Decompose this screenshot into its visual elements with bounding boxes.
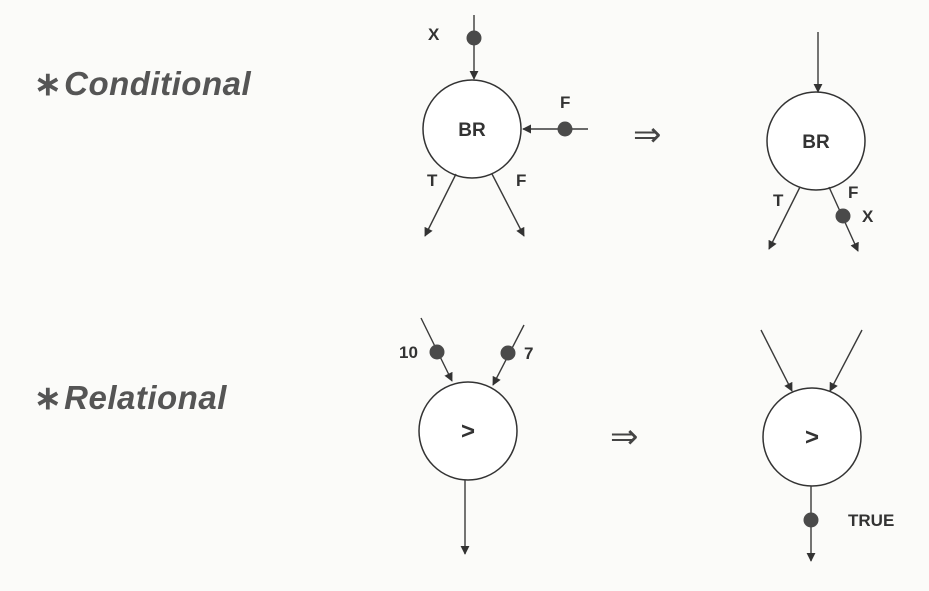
right-token-label: 7 xyxy=(524,344,533,363)
conditional-heading: ∗Conditional xyxy=(34,64,251,103)
branch-node xyxy=(422,79,522,179)
asterisk-icon: ∗ xyxy=(34,65,63,102)
input-token xyxy=(466,30,482,46)
conditional-before: X BR F T F xyxy=(422,15,588,237)
relational-after: > TRUE xyxy=(760,329,894,562)
input-token-label: X xyxy=(428,25,440,44)
comparator-operator: > xyxy=(461,418,475,445)
comparator-operator: > xyxy=(805,424,819,451)
output-token-label: TRUE xyxy=(848,511,894,530)
branch-node xyxy=(766,91,866,191)
relational-heading: ∗Relational xyxy=(34,378,227,417)
false-branch-edge xyxy=(491,173,525,237)
left-token xyxy=(429,344,445,360)
branch-node-label: BR xyxy=(802,132,830,153)
left-token-label: 10 xyxy=(399,343,418,362)
branch-node-label: BR xyxy=(458,120,486,141)
control-token-label: F xyxy=(560,93,570,112)
output-token xyxy=(835,208,851,224)
comparator-node xyxy=(762,387,862,487)
conditional-after: BR T F X xyxy=(766,32,874,252)
asterisk-icon: ∗ xyxy=(34,379,63,416)
relational-before: 10 7 > xyxy=(399,317,533,555)
output-token xyxy=(803,512,819,528)
false-branch-label: F xyxy=(516,171,526,190)
true-branch-label: T xyxy=(427,171,438,190)
left-input-edge xyxy=(760,329,793,392)
conditional-title: Conditional xyxy=(64,65,252,102)
output-token-label: X xyxy=(862,207,874,226)
right-token xyxy=(500,345,516,361)
implies-arrow-conditional: ⇒ xyxy=(633,115,662,155)
right-input-edge xyxy=(829,329,863,392)
true-branch-label: T xyxy=(773,191,784,210)
control-token xyxy=(557,121,573,137)
true-branch-edge xyxy=(768,186,801,250)
comparator-node xyxy=(418,381,518,481)
relational-title: Relational xyxy=(64,379,227,416)
false-branch-label: F xyxy=(848,183,858,202)
true-branch-edge xyxy=(424,173,457,237)
implies-arrow-relational: ⇒ xyxy=(610,417,639,457)
